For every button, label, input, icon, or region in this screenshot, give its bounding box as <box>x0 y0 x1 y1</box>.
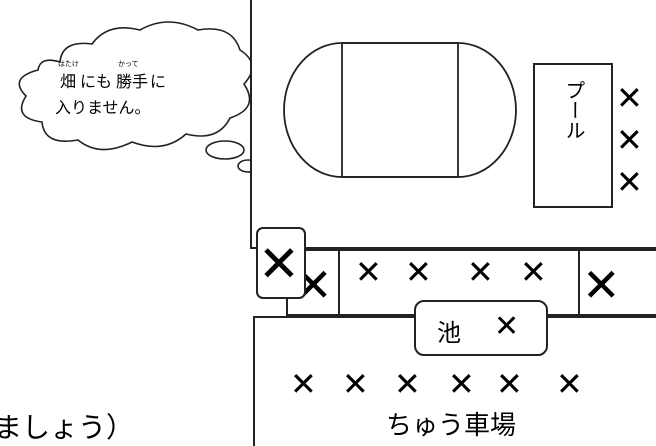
pond-label: 池 <box>437 319 461 347</box>
playground-track <box>283 42 517 178</box>
gate-divider-right <box>578 249 580 316</box>
x-mark-highlighted: ✕ <box>258 235 300 293</box>
caption-fragment: ましょう） <box>0 411 135 444</box>
x-mark-parking-1: ✕ <box>290 365 317 403</box>
pool <box>533 63 613 208</box>
pond <box>414 300 548 356</box>
gate-divider-left <box>338 249 340 316</box>
ruby-katte: かって <box>118 60 139 68</box>
x-mark-strip-3: ✕ <box>467 253 494 291</box>
x-mark-parking-5: ✕ <box>496 365 523 403</box>
x-mark-pool-1: ✕ <box>616 79 643 117</box>
bubble-line-2: 入りません。 <box>55 98 151 117</box>
x-mark-strip-1: ✕ <box>355 253 382 291</box>
x-mark-pool-2: ✕ <box>616 121 643 159</box>
highlighted-x-box <box>256 227 306 299</box>
x-mark-strip-4: ✕ <box>520 253 547 291</box>
pool-label: プール <box>562 80 586 140</box>
x-mark-parking-6: ✕ <box>556 365 583 403</box>
bubble-dot-large <box>205 140 245 160</box>
kanji-hatake: 畑 <box>60 72 77 91</box>
text-nimo: にも <box>80 72 113 91</box>
kanji-katte: 勝手 <box>116 72 149 91</box>
x-mark-gate-right: ✕ <box>582 258 621 312</box>
parking-lot <box>253 316 656 446</box>
text-ni: に <box>150 72 167 91</box>
parking-label: ちゅう車場 <box>386 411 517 441</box>
x-mark-parking-2: ✕ <box>342 365 369 403</box>
x-mark-strip-2: ✕ <box>405 253 432 291</box>
x-mark-parking-4: ✕ <box>448 365 475 403</box>
x-mark-pool-3: ✕ <box>616 163 643 201</box>
x-mark-pond: ✕ <box>494 309 520 344</box>
x-mark-parking-3: ✕ <box>394 365 421 403</box>
ruby-hatake: はたけ <box>58 60 79 68</box>
